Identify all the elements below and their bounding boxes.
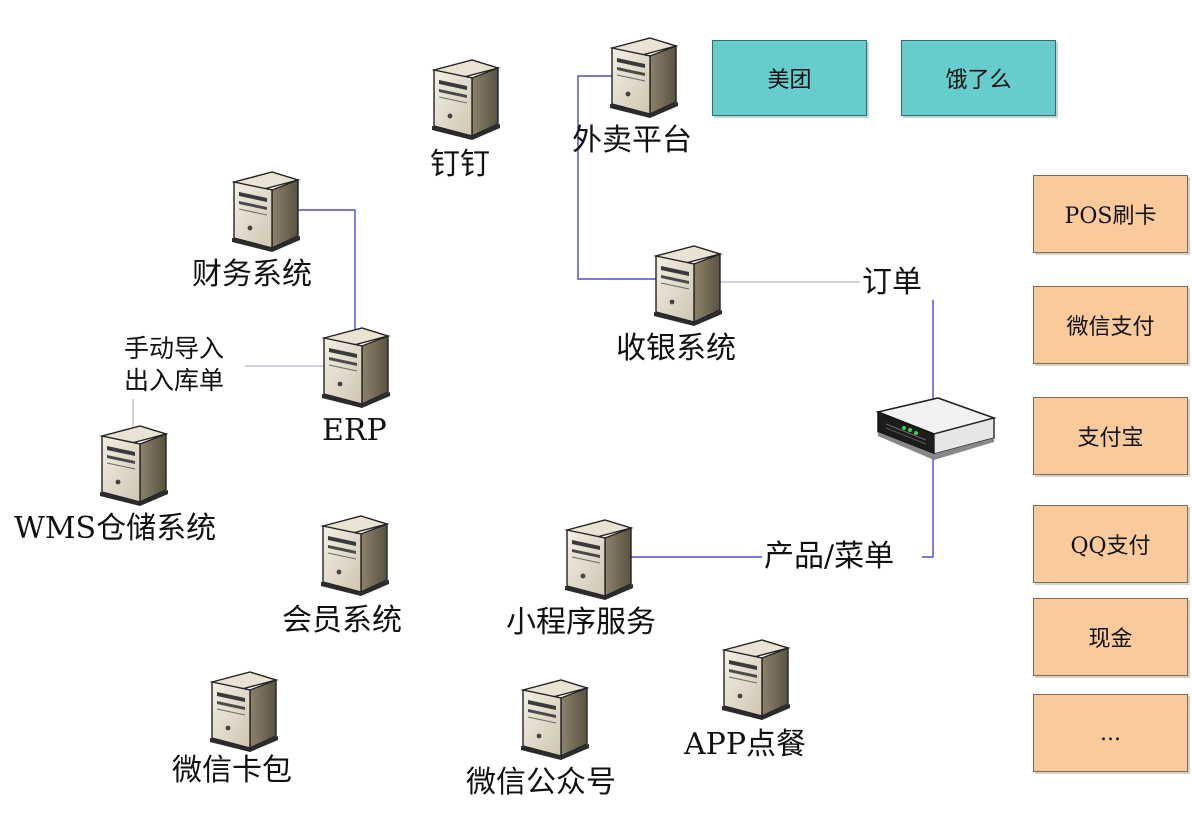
payment-cash: 现金: [1033, 598, 1188, 676]
payment-more: ...: [1033, 694, 1188, 772]
server-icon-takeout-platform: [609, 37, 679, 118]
node-label-erp: ERP: [322, 413, 387, 448]
node-label-takeout-platform: 外卖平台: [572, 123, 692, 158]
node-label-wechat-card: 微信卡包: [172, 753, 292, 788]
payment-alipay: 支付宝: [1033, 397, 1188, 475]
server-icon-erp: [321, 327, 391, 408]
payment-pos-card: POS刷卡: [1033, 175, 1188, 253]
server-icon-mini-program: [564, 519, 634, 600]
node-label-member: 会员系统: [282, 603, 402, 638]
server-icon-app-order: [721, 639, 791, 720]
server-icon-wms: [99, 425, 169, 506]
payment-wechat-pay: 微信支付: [1033, 286, 1188, 364]
node-label-cashier: 收银系统: [616, 331, 736, 366]
server-icon-finance: [231, 171, 301, 252]
connector-label-order: 订单: [862, 265, 922, 300]
line-order-to-product-menu: [922, 300, 934, 558]
network-router-icon: [875, 397, 997, 460]
server-icon-member: [320, 515, 390, 596]
delivery-platform-eleme: 饿了么: [901, 40, 1056, 116]
node-label-wms: WMS仓储系统: [14, 511, 217, 546]
delivery-platform-meituan: 美团: [712, 40, 867, 116]
node-label-dingtalk: 钉钉: [430, 147, 490, 182]
server-icon-wechat-card: [209, 671, 279, 752]
connector-label-manual-import: 手动导入: [124, 334, 225, 363]
server-icon-cashier: [653, 245, 723, 326]
server-icon-wechat-official: [520, 679, 590, 760]
payment-qq-pay: QQ支付: [1033, 505, 1188, 583]
node-label-wechat-official: 微信公众号: [466, 765, 616, 800]
server-icon-dingtalk: [431, 59, 501, 140]
node-label-mini-program: 小程序服务: [506, 605, 656, 640]
node-label-app-order: APP点餐: [684, 727, 807, 762]
connector-label-inout-orders: 出入库单: [124, 366, 225, 395]
node-label-finance: 财务系统: [192, 257, 312, 292]
connector-label-product-menu: 产品/菜单: [764, 539, 895, 574]
